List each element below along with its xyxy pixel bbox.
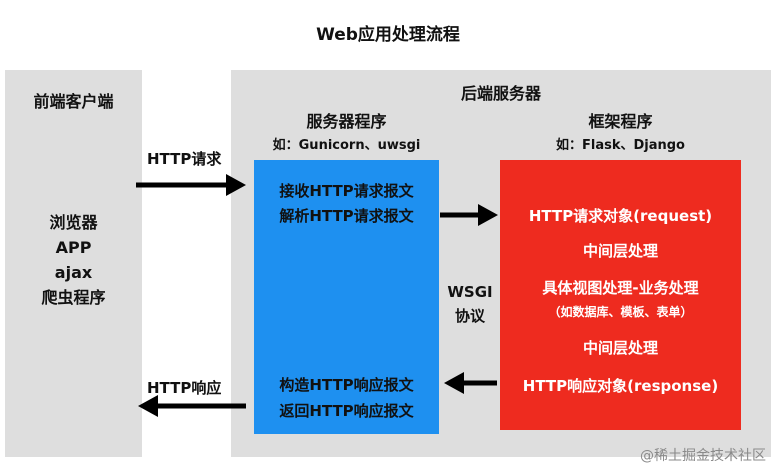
client-title: 前端客户端	[33, 92, 114, 111]
middleware-top-label: 中间层处理	[582, 242, 658, 260]
arrow-client-to-server	[136, 174, 246, 196]
framework-program-box: HTTP请求对象(request) 中间层处理 具体视图处理-业务处理 （如数据…	[500, 160, 741, 430]
server-program-title: 服务器程序	[306, 112, 387, 131]
build-response-label: 构造HTTP响应报文	[279, 376, 414, 394]
wsgi-protocol-label: WSGI 协议	[440, 280, 500, 328]
client-item-ajax: ajax	[54, 263, 93, 282]
response-object-label: HTTP响应对象(response)	[522, 377, 719, 395]
http-request-label: HTTP请求	[147, 150, 222, 168]
http-response-label: HTTP响应	[147, 379, 222, 397]
arrow-framework-to-server	[444, 372, 497, 394]
server-program-box: 接收HTTP请求报文 解析HTTP请求报文 构造HTTP响应报文 返回HTTP响…	[254, 160, 439, 434]
request-object-label: HTTP请求对象(request)	[528, 207, 713, 225]
server-program-subtitle: 如：Gunicorn、uwsgi	[272, 138, 421, 153]
framework-program-subtitle: 如：Flask、Django	[555, 138, 685, 153]
client-list: 浏览器 APP ajax 爬虫程序	[5, 210, 142, 310]
server-title: 后端服务器	[460, 84, 541, 103]
arrow-server-to-client	[138, 395, 246, 417]
middleware-bottom-label: 中间层处理	[582, 339, 658, 357]
client-item-browser: 浏览器	[49, 213, 98, 232]
receive-request-label: 接收HTTP请求报文	[279, 182, 414, 200]
view-note-label: （如数据库、模板、表单）	[548, 305, 693, 319]
wsgi-label: WSGI	[447, 283, 493, 301]
framework-program-title: 框架程序	[588, 112, 653, 131]
diagram-title: Web应用处理流程	[316, 25, 460, 45]
return-response-label: 返回HTTP响应报文	[279, 402, 414, 420]
watermark: @稀土掘金技术社区	[640, 448, 766, 464]
protocol-label: 协议	[454, 307, 485, 325]
view-processing-label: 具体视图处理-业务处理	[542, 279, 699, 297]
parse-request-label: 解析HTTP请求报文	[279, 207, 414, 225]
client-item-app: APP	[55, 238, 92, 257]
client-panel: 前端客户端 浏览器 APP ajax 爬虫程序	[5, 70, 142, 457]
arrow-server-to-framework	[440, 204, 498, 226]
client-item-crawler: 爬虫程序	[41, 288, 106, 307]
